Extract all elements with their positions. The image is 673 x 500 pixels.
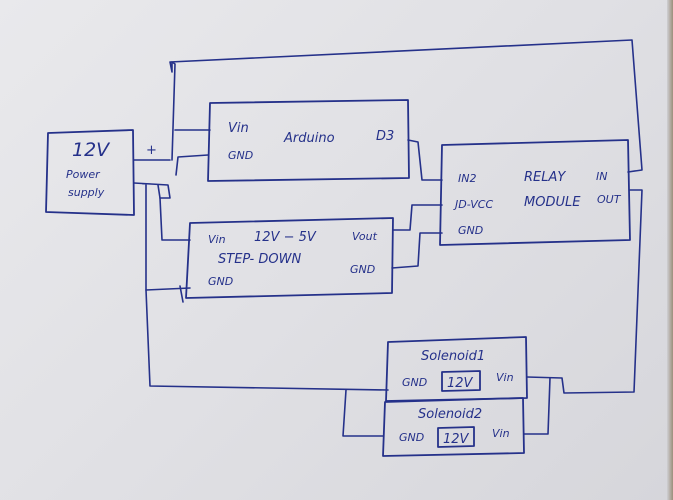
psu-minus-terminal: − xyxy=(141,177,152,192)
solenoid2-rating: 12V xyxy=(443,432,470,447)
psu-plus-terminal: + xyxy=(146,143,157,158)
relay-jdvcc-pin: JD-VCC xyxy=(453,198,493,211)
relay-module-box xyxy=(439,139,631,246)
solenoid2-rating-box xyxy=(437,426,475,448)
wire-stepdown-vout-to-relay-jdvcc xyxy=(392,204,443,231)
stepdown-rating: 12V − 5V xyxy=(254,230,317,245)
relay-in-pin: IN xyxy=(596,170,607,183)
solenoid1-rating: 12V xyxy=(447,376,474,391)
wire-ground-rail-vertical xyxy=(145,289,389,391)
stepdown-vout-pin: Vout xyxy=(352,230,378,243)
arduino-vin-pin: Vin xyxy=(228,121,249,136)
arduino-gnd-pin: GND xyxy=(228,149,253,162)
psu-text-line2: supply xyxy=(68,186,105,199)
arduino-d3-pin: D3 xyxy=(376,129,394,144)
stepdown-gnd-left-pin: GND xyxy=(208,275,233,288)
solenoid1-box xyxy=(385,336,528,402)
relay-out-pin: OUT xyxy=(597,193,622,206)
wire-psu-plus-arduino-vin xyxy=(133,129,211,161)
solenoid1-title: Solenoid1 xyxy=(421,349,485,364)
wire-top-loop xyxy=(169,39,643,173)
solenoid1-rating-box xyxy=(441,370,481,392)
solenoid2-title: Solenoid2 xyxy=(418,407,482,422)
stepdown-title: STEP- DOWN xyxy=(218,252,301,267)
relay-gnd-pin: GND xyxy=(458,224,483,237)
solenoid1-vin-pin: Vin xyxy=(496,371,514,384)
table-edge xyxy=(667,0,673,500)
stepdown-converter-box xyxy=(185,217,394,299)
arduino-title: Arduino xyxy=(283,131,335,146)
wire-stepdown-gnd-tick xyxy=(179,285,184,303)
wire-psu-minus-split xyxy=(133,182,171,199)
wire-relay-out-to-solenoid1-vin xyxy=(526,189,643,394)
psu-voltage-label: 12V xyxy=(72,139,111,161)
relay-in2-pin: IN2 xyxy=(458,172,476,185)
solenoid2-vin-pin: Vin xyxy=(492,427,510,440)
power-supply-box xyxy=(45,129,135,216)
wire-solenoid-gnd-link xyxy=(342,389,384,437)
wire-arduino-d3-to-relay-in2 xyxy=(407,139,443,181)
wire-stepdown-gnd-to-relay-gnd xyxy=(391,232,443,269)
stepdown-gnd-right-pin: GND xyxy=(350,263,375,276)
psu-text-line1: Power xyxy=(66,168,101,181)
relay-title-line2: MODULE xyxy=(524,195,581,210)
wire-psu-minus-stepdown-vin xyxy=(159,197,191,241)
stepdown-vin-pin: Vin xyxy=(208,233,226,246)
solenoid2-box xyxy=(382,397,525,457)
wire-arduino-gnd xyxy=(175,154,209,176)
solenoid2-gnd-pin: GND xyxy=(399,431,424,444)
relay-title-line1: RELAY xyxy=(524,170,566,185)
wire-solenoid1-vin-to-solenoid2-vin xyxy=(523,377,551,435)
wire-psu-minus-to-ground-rail xyxy=(145,184,191,291)
solenoid1-gnd-pin: GND xyxy=(402,376,427,389)
